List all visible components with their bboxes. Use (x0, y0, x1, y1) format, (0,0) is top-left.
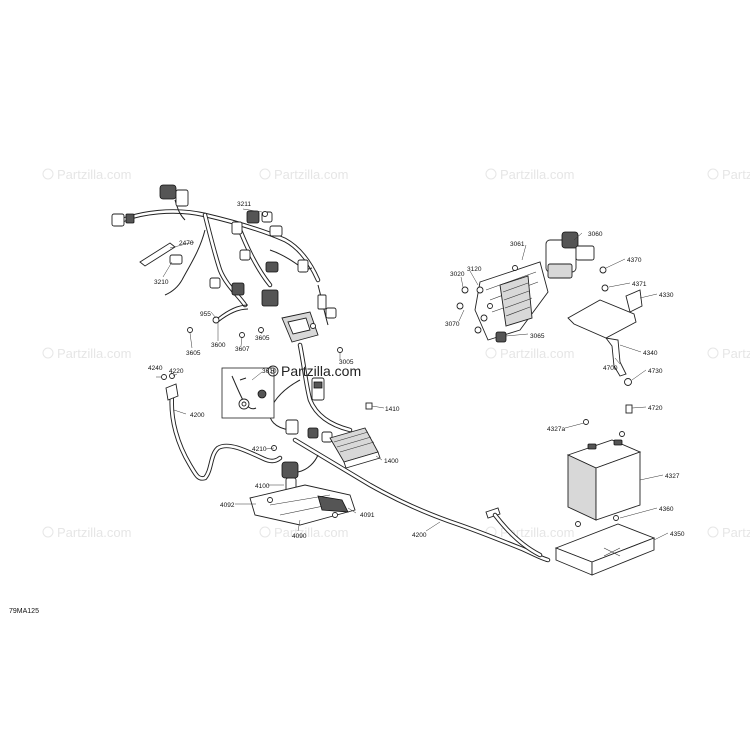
watermark: Partzilla.com (259, 167, 348, 182)
label-4370: 4370 (627, 257, 642, 264)
diagram-code: 79MA125 (9, 608, 39, 615)
label-3120: 3120 (467, 266, 482, 273)
label-3060: 3060 (588, 231, 603, 238)
label-4091: 4091 (360, 512, 375, 519)
watermark-layer: Partzilla.com Partzilla.com Partzilla.co… (42, 167, 750, 540)
svg-text:Partzilla.com: Partzilla.com (57, 525, 131, 540)
inset-detail-3610 (221, 367, 275, 419)
label-4371: 4371 (632, 281, 647, 288)
label-4700: 4700 (603, 365, 618, 372)
label-4730: 4730 (648, 368, 663, 375)
watermark: Partzilla.com (707, 346, 750, 361)
label-4327: 4327 (665, 473, 680, 480)
svg-text:Partzilla.com: Partzilla.com (57, 167, 131, 182)
voltage-regulator-1400 (329, 427, 381, 469)
watermark: Partzilla.com (42, 346, 131, 361)
label-3020: 3020 (450, 271, 465, 278)
watermark: Partzilla.com (485, 167, 574, 182)
label-3600: 3600 (211, 342, 226, 349)
label-2470: 2470 (179, 240, 194, 247)
watermark: Partzilla.com (42, 525, 131, 540)
svg-text:Partzilla.com: Partzilla.com (57, 346, 131, 361)
watermark: Partzilla.com (707, 525, 750, 540)
label-4327a: 4327a (547, 426, 565, 433)
battery-bracket (567, 284, 643, 414)
svg-text:Partzilla.com: Partzilla.com (722, 346, 750, 361)
label-4090: 4090 (292, 533, 307, 540)
label-4360: 4360 (659, 506, 674, 513)
svg-text:Partzilla.com: Partzilla.com (274, 525, 348, 540)
label-3605-right: 3605 (255, 335, 270, 342)
label-4200-right: 4200 (412, 532, 427, 539)
label-3607: 3607 (235, 346, 250, 353)
label-4240: 4240 (148, 365, 163, 372)
label-3610: 3610 (262, 368, 277, 375)
part-number-labels: 3211 2470 3210 955 3605 3600 3607 3605 3… (148, 201, 685, 540)
solenoid-assembly (249, 454, 356, 526)
svg-text:Partzilla.com: Partzilla.com (274, 167, 348, 182)
leader-lines (156, 208, 669, 541)
label-4340: 4340 (643, 350, 658, 357)
label-4330: 4330 (659, 292, 674, 299)
watermark: Partzilla.com (259, 525, 348, 540)
label-4092: 4092 (220, 502, 235, 509)
battery-4327 (566, 419, 642, 521)
svg-text:Partzilla.com: Partzilla.com (500, 525, 574, 540)
label-3605-left: 3605 (186, 350, 201, 357)
label-3210: 3210 (154, 279, 169, 286)
label-4720: 4720 (648, 405, 663, 412)
label-1410: 1410 (385, 406, 400, 413)
battery-tray-4350 (554, 515, 656, 576)
svg-text:Partzilla.com: Partzilla.com (722, 167, 750, 182)
svg-text:Partzilla.com: Partzilla.com (500, 346, 574, 361)
label-4220: 4220 (169, 368, 184, 375)
watermark: Partzilla.com (707, 167, 750, 182)
main-wiring-harness (111, 184, 373, 443)
label-3070: 3070 (445, 321, 460, 328)
label-3065: 3065 (530, 333, 545, 340)
svg-text:Partzilla.com: Partzilla.com (281, 363, 361, 379)
center-watermark: c Partzilla.com (267, 363, 361, 379)
label-4210: 4210 (252, 446, 267, 453)
label-4200-left: 4200 (190, 412, 205, 419)
watermark: Partzilla.com (42, 167, 131, 182)
svg-text:Partzilla.com: Partzilla.com (500, 167, 574, 182)
label-3005: 3005 (339, 359, 354, 366)
small-hardware (161, 323, 316, 451)
battery-cable-4200 (165, 383, 551, 563)
label-955: 955 (200, 311, 211, 318)
label-1400: 1400 (384, 458, 399, 465)
label-4100: 4100 (255, 483, 270, 490)
svg-text:c: c (271, 369, 275, 376)
label-3211: 3211 (237, 201, 251, 208)
label-4350: 4350 (670, 531, 685, 538)
watermark: Partzilla.com (485, 346, 574, 361)
label-3061: 3061 (510, 241, 525, 248)
svg-text:Partzilla.com: Partzilla.com (722, 525, 750, 540)
actuator-assembly (456, 231, 607, 343)
